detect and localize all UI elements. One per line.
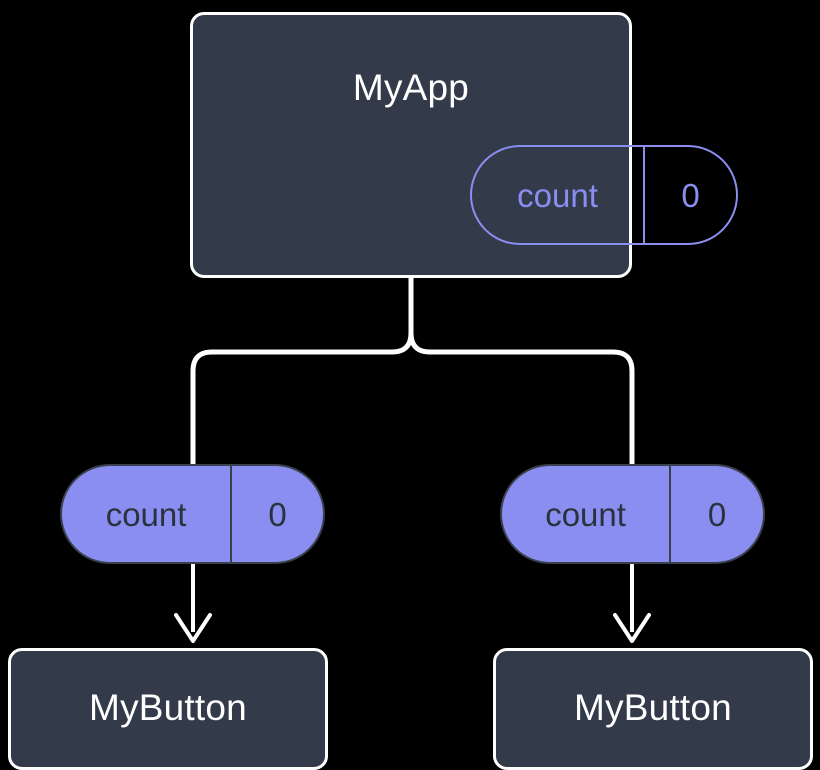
node-mybutton-left-label: MyButton [89,687,247,728]
edge-root-to-right-pill [408,275,635,467]
prop-pill-left[interactable]: count 0 [60,464,325,564]
prop-pill-left-key: count [105,495,187,533]
edge-root-to-left-pill [190,275,414,467]
node-myapp[interactable]: MyApp count 0 [190,12,738,278]
node-mybutton-right[interactable]: MyButton [493,648,813,770]
prop-pill-left-value: 0 [230,466,323,562]
state-pill-myapp[interactable]: count 0 [470,145,738,245]
prop-pill-right[interactable]: count 0 [500,464,765,564]
node-myapp-label: MyApp [352,67,470,108]
state-pill-myapp-key: count [517,176,598,214]
node-mybutton-left[interactable]: MyButton [8,648,328,770]
prop-pill-right-value: 0 [669,466,763,562]
state-pill-myapp-value: 0 [643,147,736,243]
arrowhead-left [174,613,212,643]
node-mybutton-right-label: MyButton [574,687,732,728]
arrowhead-right [613,613,651,643]
prop-pill-right-key: count [545,495,626,533]
